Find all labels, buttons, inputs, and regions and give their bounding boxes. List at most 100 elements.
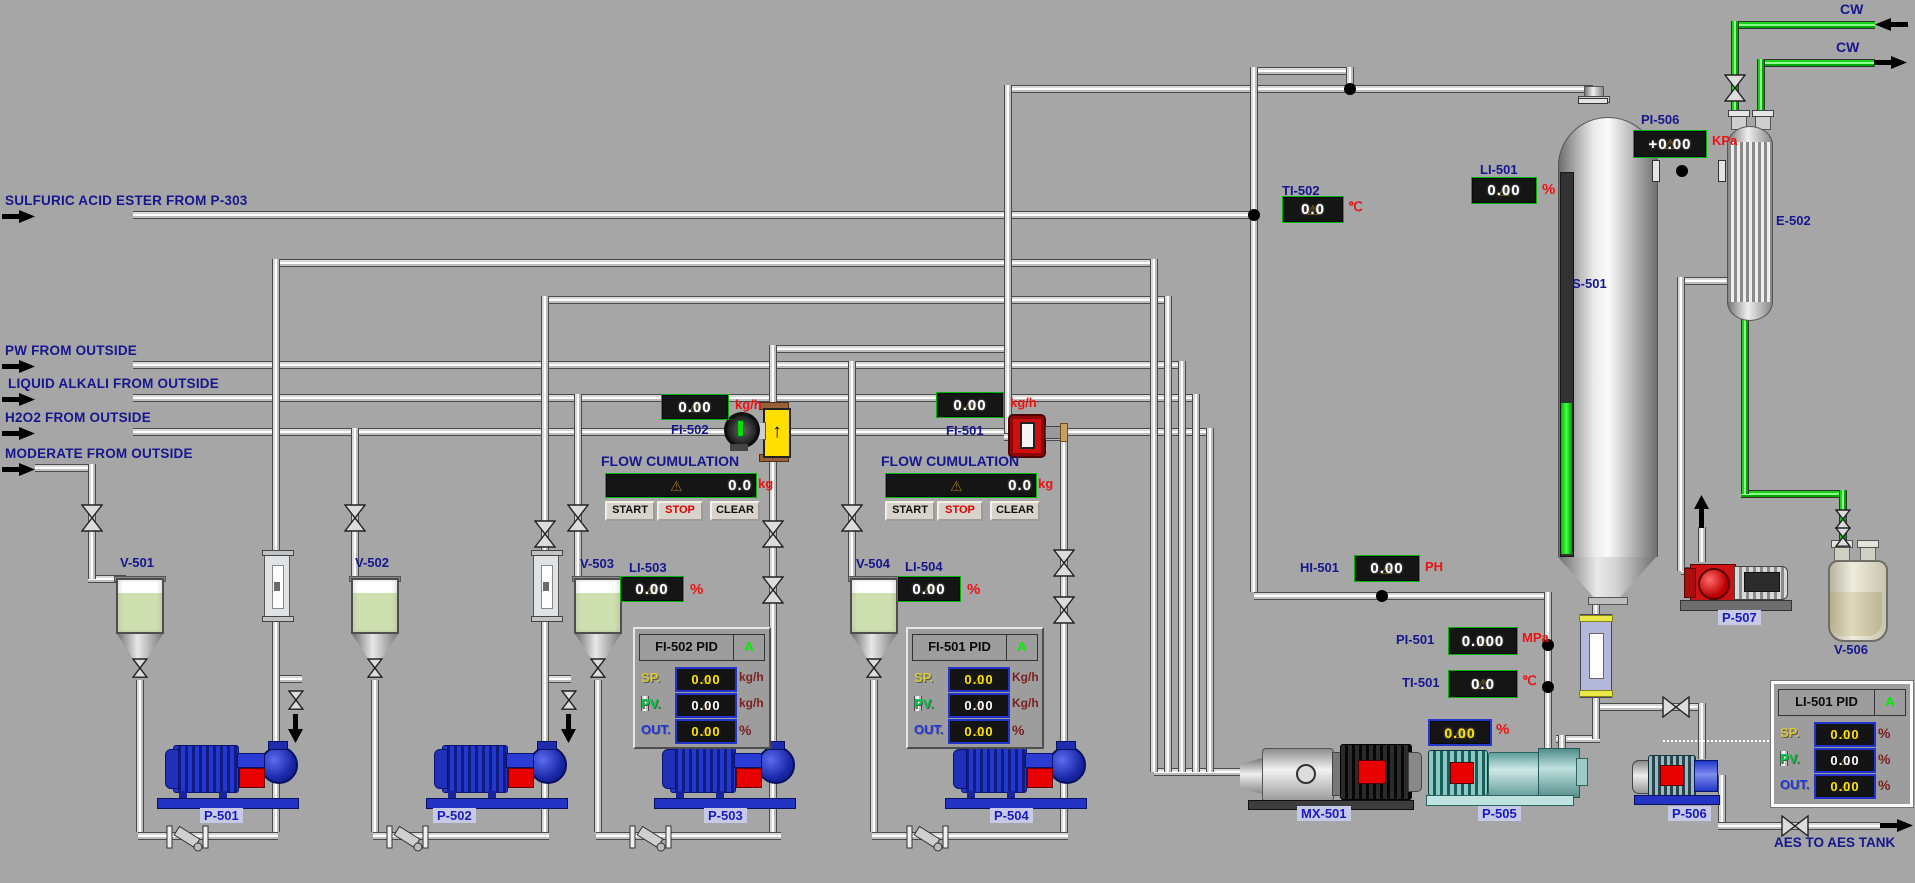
valve-icon[interactable] bbox=[1053, 549, 1075, 577]
pump-label-p506[interactable]: P-506 bbox=[1668, 806, 1711, 821]
strainer-icon bbox=[165, 822, 211, 856]
sp-unit: kg/h bbox=[739, 670, 764, 684]
warning-icon: ⚠ bbox=[700, 672, 712, 687]
warning-icon: ⚠ bbox=[973, 672, 985, 687]
sp-value-input[interactable]: ⚠0.00 bbox=[948, 667, 1010, 692]
pipe-flange bbox=[1652, 160, 1660, 182]
pid-mode-button[interactable]: A bbox=[744, 639, 754, 654]
valve-icon[interactable] bbox=[534, 520, 556, 548]
valve-icon[interactable] bbox=[561, 690, 577, 710]
p505-speed-display: ⚠0.00 bbox=[1428, 719, 1492, 746]
valve-icon[interactable] bbox=[1835, 527, 1851, 547]
valve-icon[interactable] bbox=[81, 504, 103, 532]
warning-icon: ⚠ bbox=[1839, 779, 1851, 794]
junction-dot bbox=[1376, 590, 1388, 602]
ti501-display: ⚠0.0 bbox=[1448, 670, 1518, 698]
valve-icon[interactable] bbox=[1781, 815, 1809, 837]
centrifugal-pump[interactable] bbox=[654, 741, 800, 809]
clear-button-2[interactable]: CLEAR bbox=[990, 501, 1040, 521]
sp-label: SP. bbox=[641, 670, 661, 685]
pipe-segment bbox=[574, 394, 582, 579]
pipe-segment bbox=[1718, 775, 1726, 822]
fi501-display: ⚠0.00 bbox=[936, 392, 1004, 418]
valve-icon[interactable] bbox=[1662, 696, 1690, 718]
pipe-segment bbox=[596, 832, 781, 840]
valve-icon[interactable] bbox=[344, 504, 366, 532]
start-button-2[interactable]: START bbox=[885, 501, 935, 521]
valve-icon[interactable] bbox=[762, 520, 784, 548]
valve-icon[interactable] bbox=[841, 504, 863, 532]
pipe-segment bbox=[373, 832, 549, 840]
valve-icon[interactable] bbox=[1053, 596, 1075, 624]
outlet-label-aes: AES TO AES TANK bbox=[1774, 835, 1896, 850]
cooling-water-pipe bbox=[1741, 490, 1843, 498]
pump-label-p505[interactable]: P-505 bbox=[1478, 806, 1521, 821]
sp-label: SP. bbox=[1780, 725, 1800, 740]
hopper-vessel[interactable] bbox=[349, 576, 401, 680]
vessel-label-v506: V-506 bbox=[1834, 642, 1868, 657]
ti501-tag: TI-501 bbox=[1402, 675, 1440, 690]
out-value-input[interactable]: ⚠0.00 bbox=[948, 719, 1010, 744]
pipe-segment bbox=[594, 680, 602, 832]
stop-button-1[interactable]: STOP bbox=[657, 501, 703, 521]
valve-icon[interactable] bbox=[866, 658, 882, 678]
valve-icon[interactable] bbox=[132, 658, 148, 678]
cooling-water-pipe bbox=[1761, 59, 1875, 67]
pipe-segment bbox=[280, 675, 302, 683]
clear-button-1[interactable]: CLEAR bbox=[710, 501, 760, 521]
stop-button-2[interactable]: STOP bbox=[937, 501, 983, 521]
flow-arrow-icon bbox=[559, 714, 578, 744]
start-button-1[interactable]: START bbox=[605, 501, 655, 521]
rotameter bbox=[262, 550, 294, 622]
valve-icon[interactable] bbox=[1724, 74, 1746, 102]
flow-arrow-icon bbox=[2, 426, 36, 441]
pump-label-p502[interactable]: P-502 bbox=[433, 808, 476, 823]
pipe-segment bbox=[133, 428, 1210, 436]
pipe-segment bbox=[1698, 703, 1706, 759]
junction-dot bbox=[1542, 681, 1554, 693]
centrifugal-pump[interactable] bbox=[426, 741, 572, 809]
pi506-unit: KPa bbox=[1712, 133, 1738, 148]
cw-out-label: CW bbox=[1836, 39, 1860, 55]
valve-icon[interactable] bbox=[762, 576, 784, 604]
pipe-segment bbox=[1681, 277, 1730, 285]
pipe-segment bbox=[371, 680, 379, 832]
pipe-segment bbox=[1154, 768, 1254, 776]
valve-icon[interactable] bbox=[590, 658, 606, 678]
out-value-input[interactable]: ⚠0.00 bbox=[675, 719, 737, 744]
pipe-segment bbox=[1004, 85, 1593, 93]
out-unit: % bbox=[1878, 777, 1891, 793]
flow-arrow-icon bbox=[2, 209, 36, 224]
strainer-icon bbox=[628, 822, 674, 856]
hopper-vessel[interactable] bbox=[114, 576, 166, 680]
hopper-vessel[interactable] bbox=[848, 576, 900, 680]
centrifugal-pump[interactable] bbox=[157, 741, 303, 809]
pump-label-p501[interactable]: P-501 bbox=[200, 808, 243, 823]
hopper-vessel[interactable] bbox=[572, 576, 624, 680]
warning-icon: ⚠ bbox=[700, 698, 712, 713]
vessel-label-v502: V-502 bbox=[355, 555, 389, 570]
valve-icon[interactable] bbox=[367, 658, 383, 678]
valve-icon[interactable] bbox=[288, 690, 304, 710]
out-value-input[interactable]: ⚠0.00 bbox=[1814, 774, 1876, 799]
mixer-label-mx501[interactable]: MX-501 bbox=[1297, 806, 1351, 821]
pv-unit: kg/h bbox=[739, 696, 764, 710]
vessel-label-v504: V-504 bbox=[856, 556, 890, 571]
sp-value-input[interactable]: ⚠0.00 bbox=[1814, 722, 1876, 747]
pid-title: FI-501 PID bbox=[913, 635, 1007, 660]
pid-mode-button[interactable]: A bbox=[1885, 694, 1895, 709]
centrifugal-pump[interactable] bbox=[945, 741, 1091, 809]
warning-icon: ⚠ bbox=[688, 399, 702, 415]
pump-label-p504[interactable]: P-504 bbox=[990, 808, 1033, 823]
pid-mode-button[interactable]: A bbox=[1017, 639, 1027, 654]
column-label-s501: S-501 bbox=[1572, 276, 1607, 291]
sp-value-input[interactable]: ⚠0.00 bbox=[675, 667, 737, 692]
pipe-segment bbox=[1544, 592, 1552, 754]
flow-arrow-icon bbox=[1874, 55, 1908, 70]
li504-display: ⚠0.00 bbox=[897, 576, 961, 602]
pump-label-p507[interactable]: P-507 bbox=[1718, 610, 1761, 625]
sp-unit: Kg/h bbox=[1012, 670, 1039, 684]
valve-icon[interactable] bbox=[567, 504, 589, 532]
ti502-display: ⚠0.0 bbox=[1282, 196, 1344, 223]
pump-label-p503[interactable]: P-503 bbox=[704, 808, 747, 823]
